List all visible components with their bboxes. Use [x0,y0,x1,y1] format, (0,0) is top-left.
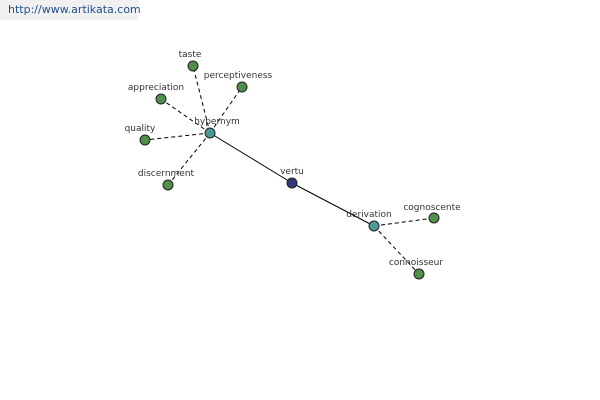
node-appreciation[interactable] [155,93,167,105]
node-label-perceptiveness: perceptiveness [204,71,273,81]
edge-hypernym-appreciation [160,98,211,134]
node-label-vertu: vertu [280,167,304,177]
source-url-banner[interactable]: http://www.artikata.com [0,0,141,20]
edge-vertu-hypernym [209,132,293,184]
node-label-hypernym: hypernym [194,117,240,127]
node-taste[interactable] [187,60,199,72]
node-label-cognoscente: cognoscente [403,203,461,213]
edge-derivation-cognoscente [373,217,435,227]
node-label-discernment: discernment [138,169,195,179]
node-cognoscente[interactable] [428,212,440,224]
node-derivation[interactable] [368,220,380,232]
edge-vertu-derivation [291,182,375,227]
node-quality[interactable] [139,134,151,146]
node-label-quality: quality [125,124,156,134]
edge-hypernym-taste [192,65,211,134]
node-hypernym[interactable] [204,127,216,139]
node-perceptiveness[interactable] [236,81,248,93]
node-discernment[interactable] [162,179,174,191]
edge-hypernym-quality [144,132,211,141]
node-label-derivation: derivation [346,210,392,220]
node-label-appreciation: appreciation [128,83,184,93]
graph-edges [144,65,435,275]
node-connoisseur[interactable] [413,268,425,280]
graph-nodes [139,60,440,280]
node-label-taste: taste [179,50,202,60]
node-vertu[interactable] [286,177,298,189]
node-label-connoisseur: connoisseur [389,258,443,268]
graph-labels: vertu hypernym derivation taste perceptivene… [125,50,462,268]
edge-derivation-connoisseur [373,225,420,275]
edge-hypernym-perceptiveness [209,86,243,134]
